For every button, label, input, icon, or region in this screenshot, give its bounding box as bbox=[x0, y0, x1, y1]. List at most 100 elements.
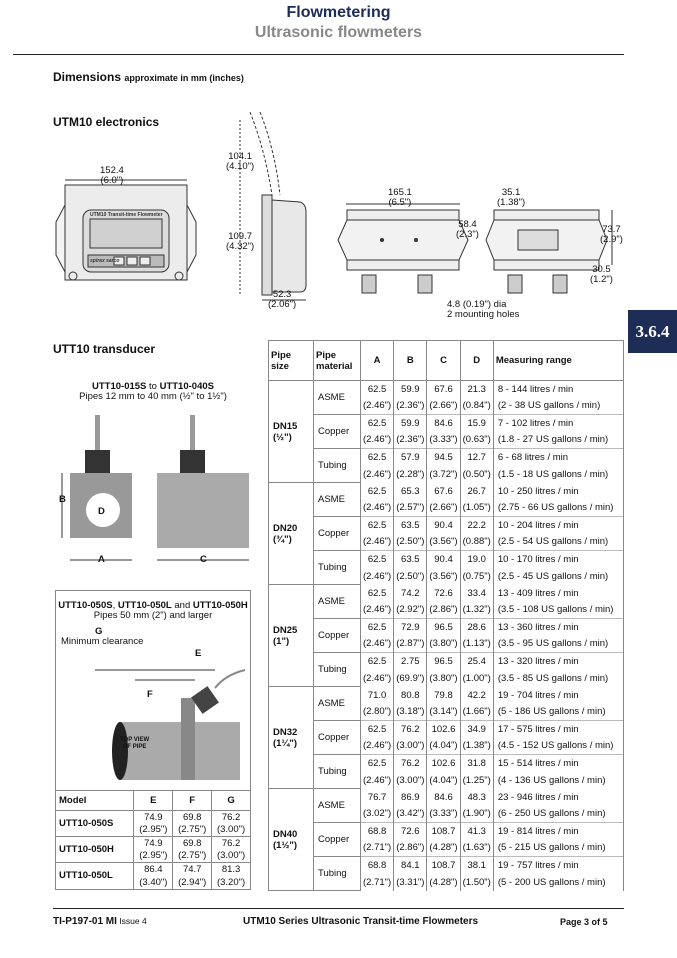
dimension-inches: (4.04") bbox=[426, 737, 461, 755]
dim-label-f: F bbox=[147, 689, 153, 700]
dimension-mm: 62.5 bbox=[359, 414, 395, 432]
range-gallons: (3.5 - 108 US gallons / min) bbox=[492, 601, 625, 619]
pipe-material: ASME bbox=[313, 686, 361, 721]
table-row-inches: (2.95")(2.75")(3.00") bbox=[56, 849, 251, 863]
dimension-inches: (3.33") bbox=[426, 805, 461, 823]
pipe-material: ASME bbox=[313, 788, 361, 823]
dimensions-note: approximate in mm (inches) bbox=[124, 73, 244, 83]
footer-rule bbox=[53, 908, 624, 909]
table-row-inches: (2.95")(2.75")(3.00") bbox=[56, 823, 251, 837]
column-header: E bbox=[133, 790, 174, 811]
value-mm: 74.9 bbox=[133, 836, 174, 850]
dimension-mm: 33.4 bbox=[459, 584, 494, 602]
header-rule bbox=[13, 54, 624, 55]
range-litres: 19 - 704 litres / min bbox=[492, 686, 625, 704]
dimension-inches: (2.28") bbox=[393, 465, 428, 483]
range-litres: 13 - 320 litres / min bbox=[492, 652, 625, 670]
pipe-size: DN25 (1") bbox=[268, 584, 314, 687]
minimum-clearance-label: Minimum clearance bbox=[61, 636, 144, 647]
transducer-heading: UTT10 transducer bbox=[53, 342, 156, 356]
dimension-inches: (2.86") bbox=[393, 839, 428, 857]
dimension-inches: (2.46") bbox=[359, 601, 395, 619]
page-title: Flowmetering bbox=[286, 4, 391, 21]
column-header: B bbox=[393, 340, 428, 381]
dimension-inches: (2.71") bbox=[359, 873, 395, 891]
dimension-mm: 86.9 bbox=[393, 788, 428, 806]
dimension-inches: (2.46") bbox=[359, 465, 395, 483]
dimension-inches: (2.57") bbox=[393, 499, 428, 517]
dimension-mm: 72.9 bbox=[393, 618, 428, 636]
value-mm: 69.8 bbox=[172, 810, 213, 824]
table-row-inches: (2.46")(69.9")(3.80")(1.00")(3.5 - 85 US… bbox=[269, 669, 625, 687]
range-gallons: (3.5 - 95 US gallons / min) bbox=[492, 635, 625, 653]
table-row-inches: (2.46")(3.00")(4.04")(1.38")(4.5 - 152 U… bbox=[269, 737, 625, 755]
dimension-inches: (2.46") bbox=[359, 397, 395, 415]
dimension-inches: (1.13") bbox=[459, 635, 494, 653]
back-view-drawing bbox=[337, 203, 469, 294]
dimension-mm: 62.5 bbox=[359, 482, 395, 500]
pipe-size: DN15 (½") bbox=[268, 380, 314, 483]
table-row-inches: (2.46")(2.92")(2.86")(1.32")(3.5 - 108 U… bbox=[269, 601, 625, 619]
value-inches: (2.95") bbox=[133, 823, 174, 837]
range-litres: 23 - 946 litres / min bbox=[492, 788, 625, 806]
pipe-material: ASME bbox=[313, 584, 361, 619]
electronics-heading: UTM10 electronics bbox=[53, 115, 160, 129]
range-gallons: (4.5 - 152 US gallons / min) bbox=[492, 737, 625, 755]
table-row-inches: (2.46")(2.28")(3.72")(0.50")(1.5 - 18 US… bbox=[269, 465, 625, 483]
dimensions-title: Dimensions bbox=[53, 70, 122, 84]
dimension-inches: (1.32") bbox=[459, 601, 494, 619]
dim-label-b: B bbox=[59, 494, 66, 505]
dim-lid: 104.1(4.10") bbox=[226, 151, 255, 172]
dimension-mm: 41.3 bbox=[459, 822, 494, 840]
table-row-inches: (3.40")(2.94")(3.20") bbox=[56, 875, 251, 889]
dimension-mm: 84.6 bbox=[426, 788, 461, 806]
dimension-inches: (3.31") bbox=[393, 873, 428, 891]
dimension-inches: (1.63") bbox=[459, 839, 494, 857]
dimension-mm: 62.5 bbox=[359, 754, 395, 772]
dimension-mm: 34.9 bbox=[459, 720, 494, 738]
table-row-inches: (2.46")(2.57")(2.66")(1.05")(2.75 - 66 U… bbox=[269, 499, 625, 517]
dimension-inches: (3.33") bbox=[426, 431, 461, 449]
footer-title: UTM10 Series Ultrasonic Transit-time Flo… bbox=[243, 916, 479, 927]
dimension-mm: 90.4 bbox=[426, 550, 461, 568]
front-view-drawing bbox=[55, 179, 197, 281]
dimension-mm: 76.7 bbox=[359, 788, 395, 806]
range-gallons: (5 - 186 US gallons / min) bbox=[492, 703, 625, 721]
dimension-mm: 79.8 bbox=[426, 686, 461, 704]
dim-label-d: D bbox=[98, 506, 105, 517]
dimension-inches: (2.50") bbox=[393, 567, 428, 585]
dimension-mm: 57.9 bbox=[393, 448, 428, 466]
pipe-material: Tubing bbox=[313, 550, 361, 585]
dimension-inches: (3.14") bbox=[426, 703, 461, 721]
dimension-inches: (2.92") bbox=[393, 601, 428, 619]
electronics-drawings bbox=[55, 111, 613, 301]
dimension-mm: 94.5 bbox=[426, 448, 461, 466]
dimension-inches: (3.72") bbox=[426, 465, 461, 483]
dimension-inches: (2.66") bbox=[426, 397, 461, 415]
dimension-inches: (2.46") bbox=[359, 669, 395, 687]
dimension-mm: 42.2 bbox=[459, 686, 494, 704]
small-transducer-drawing bbox=[61, 415, 249, 561]
dim-width: 152.4(6.0") bbox=[100, 165, 124, 186]
dimension-mm: 2.75 bbox=[393, 652, 428, 670]
column-header: G bbox=[211, 790, 251, 811]
dimension-mm: 31.8 bbox=[459, 754, 494, 772]
pipe-material: Copper bbox=[313, 618, 361, 653]
pipe-material: ASME bbox=[313, 482, 361, 517]
dimension-inches: (1.38") bbox=[459, 737, 494, 755]
dimension-mm: 102.6 bbox=[426, 720, 461, 738]
value-mm: 86.4 bbox=[133, 862, 174, 876]
dim-label-c: C bbox=[200, 554, 207, 565]
value-inches: (3.00") bbox=[211, 849, 251, 863]
dimension-inches: (2.46") bbox=[359, 635, 395, 653]
dimension-mm: 59.9 bbox=[393, 414, 428, 432]
dimension-inches: (1.05") bbox=[459, 499, 494, 517]
range-litres: 15 - 514 litres / min bbox=[492, 754, 625, 772]
table-row-inches: (2.80")(3.18")(3.14")(1.66")(5 - 186 US … bbox=[269, 703, 625, 721]
model-name: UTT10-050S bbox=[54, 810, 135, 837]
range-gallons: (1.5 - 18 US gallons / min) bbox=[492, 465, 625, 483]
